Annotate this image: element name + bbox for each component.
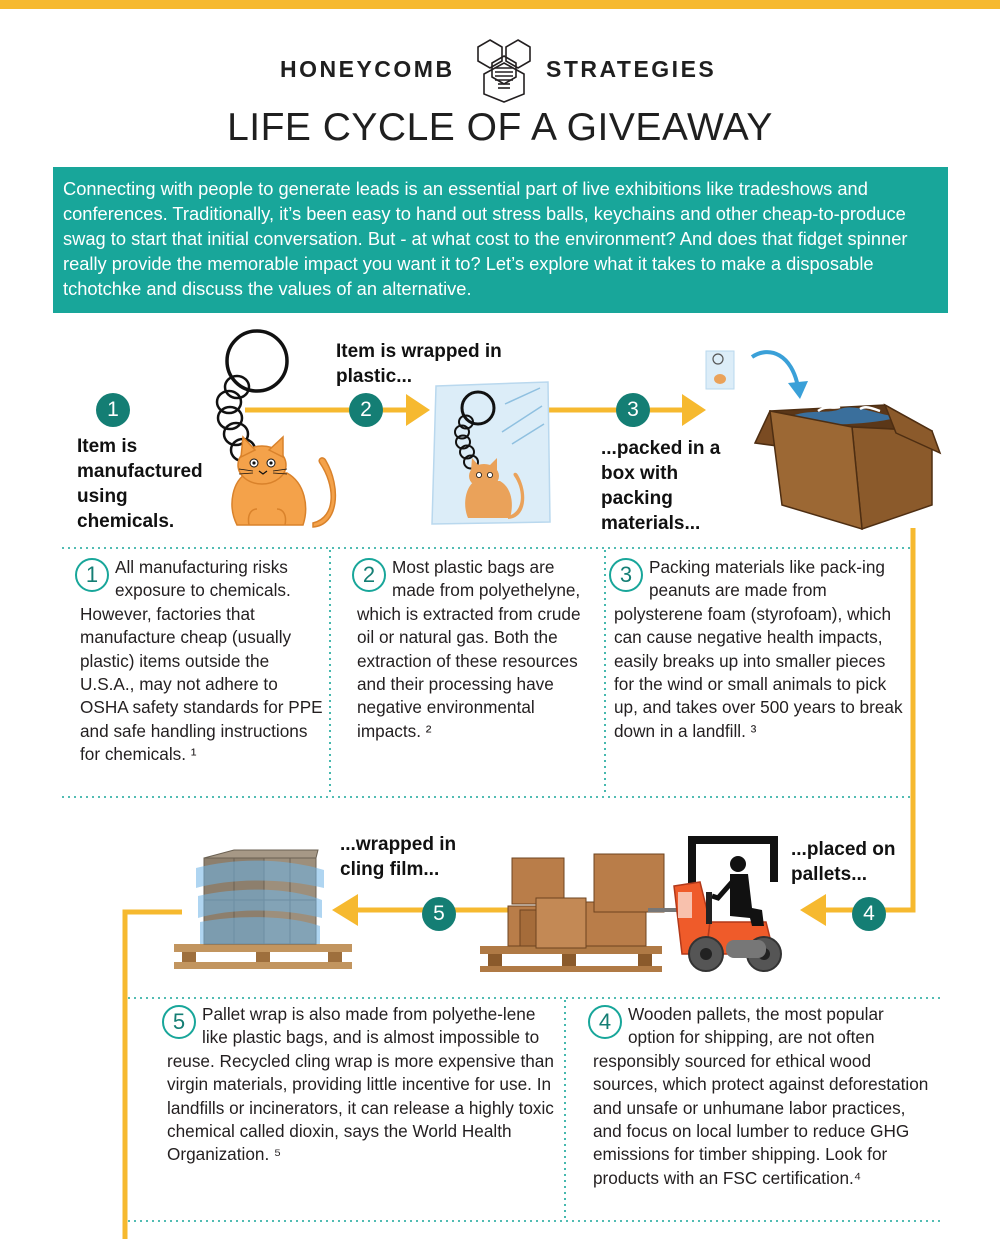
- brand-left: HONEYCOMB: [280, 56, 455, 82]
- cardboard-box-icon: [705, 350, 942, 531]
- step-2-desc-number: 2: [352, 558, 386, 592]
- step-2-caption: Item is wrapped in plastic...: [336, 341, 502, 387]
- pallet-boxes-icon: [480, 853, 698, 972]
- brand-right: STRATEGIES: [546, 56, 717, 82]
- forklift-icon: [673, 836, 782, 972]
- cat-icon: [231, 435, 337, 528]
- step-3-number: 3: [616, 393, 650, 427]
- step-3-caption: ...packed in a box with packing material…: [601, 438, 721, 534]
- step-4-desc-number: 4: [588, 1005, 622, 1039]
- step-3-desc-number: 3: [609, 558, 643, 592]
- step-5-caption: ...wrapped in cling film...: [340, 834, 457, 880]
- step-5-desc-text: Pallet wrap is also made from polyethe-l…: [167, 1004, 554, 1165]
- step-4-desc-text: Wooden pallets, the most popular option …: [593, 1004, 929, 1188]
- step-2-desc-text: Most plastic bags are made from polyethe…: [357, 557, 581, 741]
- honeycomb-logo-icon: [477, 39, 531, 103]
- wrapped-pallet-icon: [174, 849, 352, 969]
- step-1-caption: Item is manufactured using chemicals.: [77, 436, 203, 532]
- step-1-desc-number: 1: [75, 558, 109, 592]
- page-title: LIFE CYCLE OF A GIVEAWAY: [227, 106, 773, 149]
- step-5-number: 5: [422, 897, 456, 931]
- step-2-number: 2: [349, 393, 383, 427]
- step-4-caption: ...placed on pallets...: [791, 839, 896, 885]
- intro-box: Connecting with people to generate leads…: [53, 167, 948, 313]
- step-5-desc-number: 5: [162, 1005, 196, 1039]
- small-bag-icon: [705, 350, 735, 390]
- step-4-number: 4: [852, 897, 886, 931]
- top-accent-bar: [0, 0, 1000, 9]
- step-1-number: 1: [96, 393, 130, 427]
- step-3-desc-text: Packing materials like pack-ing peanuts …: [614, 557, 903, 741]
- plastic-bag-icon: [431, 381, 551, 525]
- step-1-desc-text: All manufacturing risks exposure to chem…: [80, 557, 323, 765]
